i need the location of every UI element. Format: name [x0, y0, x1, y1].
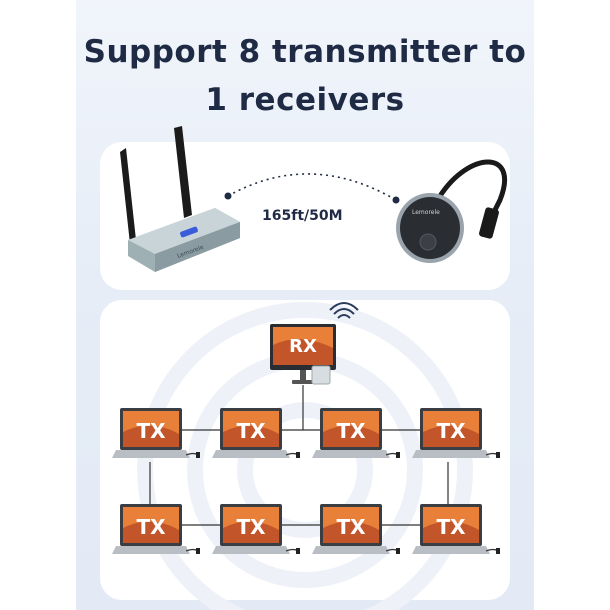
antenna-icon	[120, 126, 192, 244]
laptop-tx-6: TX	[212, 504, 300, 554]
laptop-tx-8: TX	[412, 504, 500, 554]
laptop-tx-4: TX	[412, 408, 500, 458]
tx-label: TX	[136, 419, 166, 443]
headline-line-1: Support 8 transmitter to	[83, 34, 527, 70]
receiver-brand: Lemorele	[412, 209, 440, 216]
receiver-monitor: RX	[270, 302, 359, 385]
laptop-tx-7: TX	[312, 504, 400, 554]
tx-label: TX	[436, 419, 466, 443]
tx-label: TX	[336, 515, 366, 539]
transmitter-laptops: TX TX TX TX TX TX TX TX	[112, 408, 500, 554]
wifi-icon	[329, 302, 359, 319]
arc-start-dot	[224, 192, 232, 200]
connection-lines	[149, 385, 449, 526]
laptop-tx-5: TX	[112, 504, 200, 554]
tx-label: TX	[336, 419, 366, 443]
laptop-tx-1: TX	[112, 408, 200, 458]
distance-label: 165ft/50M	[262, 208, 343, 224]
tx-label: TX	[236, 419, 266, 443]
laptop-tx-2: TX	[212, 408, 300, 458]
headline: Support 8 transmitter to 1 receivers	[76, 28, 534, 124]
tx-label: TX	[236, 515, 266, 539]
laptop-tx-3: TX	[312, 408, 400, 458]
tx-label: TX	[436, 515, 466, 539]
arc-end-dot	[392, 196, 400, 204]
rx-label: RX	[289, 336, 317, 357]
tx-label: TX	[136, 515, 166, 539]
receiver-device: Lemorele	[396, 159, 508, 263]
transmitter-device: Lemorele	[128, 208, 240, 272]
headline-line-2: 1 receivers	[205, 82, 405, 118]
